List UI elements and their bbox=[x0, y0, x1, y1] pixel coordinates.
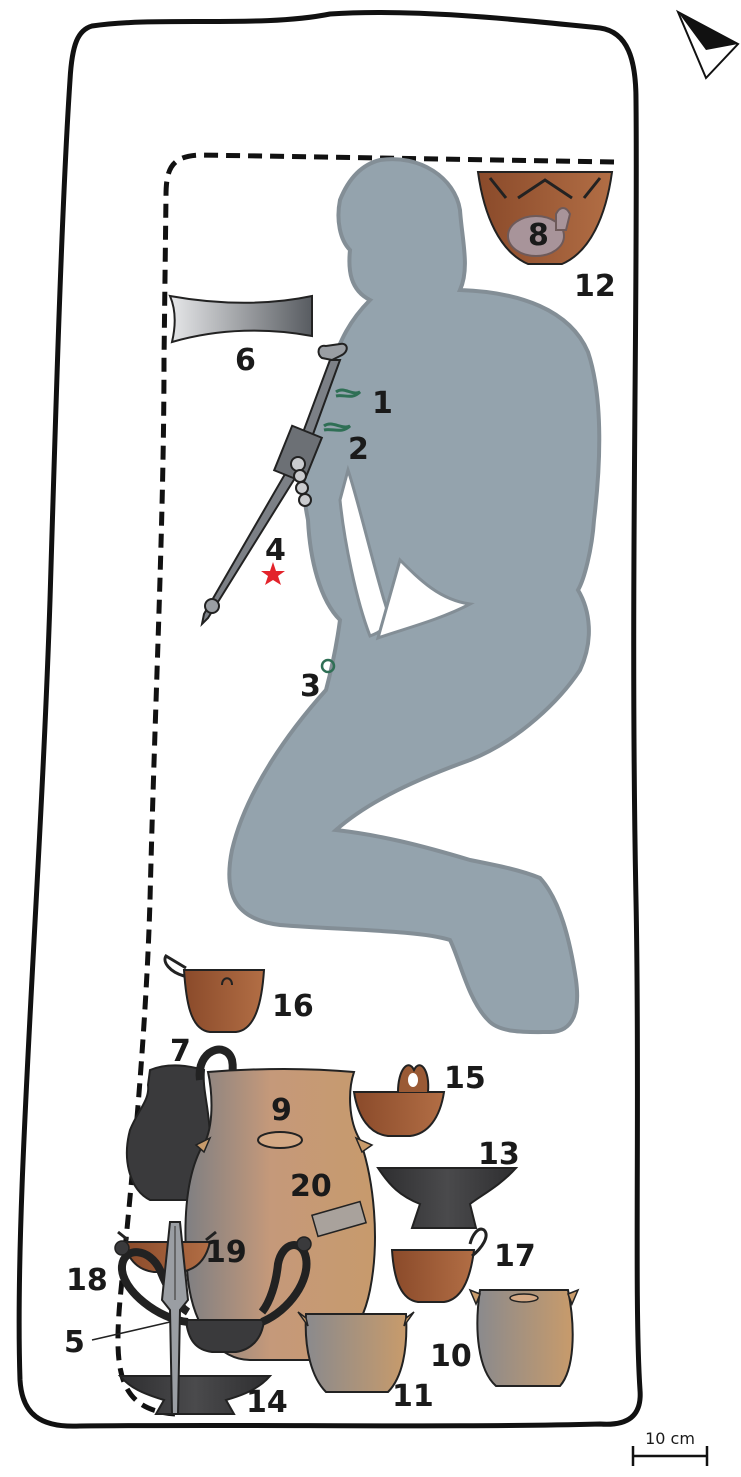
scale-bar: 10 cm bbox=[631, 1429, 709, 1466]
object-12-bowl bbox=[476, 171, 614, 265]
label-8: 8 bbox=[528, 218, 549, 253]
label-14: 14 bbox=[246, 1385, 288, 1420]
label-19: 19 bbox=[205, 1235, 247, 1270]
object-4-sword bbox=[200, 342, 348, 628]
label-9: 9 bbox=[271, 1093, 292, 1128]
scale-label: 10 cm bbox=[645, 1429, 695, 1448]
label-6: 6 bbox=[235, 343, 256, 378]
label-17: 17 bbox=[494, 1239, 536, 1274]
object-2-fibula bbox=[323, 422, 352, 432]
label-10: 10 bbox=[430, 1339, 472, 1374]
object-11-bowl bbox=[297, 1311, 415, 1393]
label-3: 3 bbox=[300, 669, 321, 704]
object-6-iron-axe bbox=[168, 294, 313, 344]
label-15: 15 bbox=[444, 1061, 486, 1096]
object-3-ring bbox=[320, 658, 336, 674]
object-9-jar bbox=[184, 1068, 376, 1361]
label-20: 20 bbox=[290, 1169, 332, 1204]
north-arrow-icon bbox=[675, 9, 740, 80]
object-13-plate bbox=[376, 1167, 519, 1229]
label-12: 12 bbox=[574, 269, 616, 304]
label-18: 18 bbox=[66, 1263, 108, 1298]
label-11: 11 bbox=[392, 1379, 434, 1414]
label-1: 1 bbox=[372, 386, 393, 421]
label-5: 5 bbox=[64, 1325, 85, 1360]
label-16: 16 bbox=[272, 989, 314, 1024]
label-7: 7 bbox=[170, 1034, 191, 1069]
object-1-fibula bbox=[335, 388, 362, 398]
star-marker-icon bbox=[261, 562, 285, 585]
object-18-kantharos bbox=[114, 1236, 312, 1353]
object-10-jar bbox=[468, 1288, 580, 1387]
grave-pit-outline bbox=[16, 10, 643, 1429]
label-4: 4 bbox=[265, 533, 286, 568]
arm-gap-2 bbox=[375, 557, 475, 641]
object-15-bowl bbox=[352, 1064, 446, 1137]
object-16-cup bbox=[163, 953, 266, 1033]
label-13: 13 bbox=[478, 1137, 520, 1172]
object-14-plate bbox=[117, 1375, 273, 1415]
object-17-cup bbox=[390, 1227, 488, 1303]
leader-line-5 bbox=[91, 1321, 171, 1341]
label-2: 2 bbox=[348, 432, 369, 467]
object-5-spearhead bbox=[160, 1221, 190, 1415]
